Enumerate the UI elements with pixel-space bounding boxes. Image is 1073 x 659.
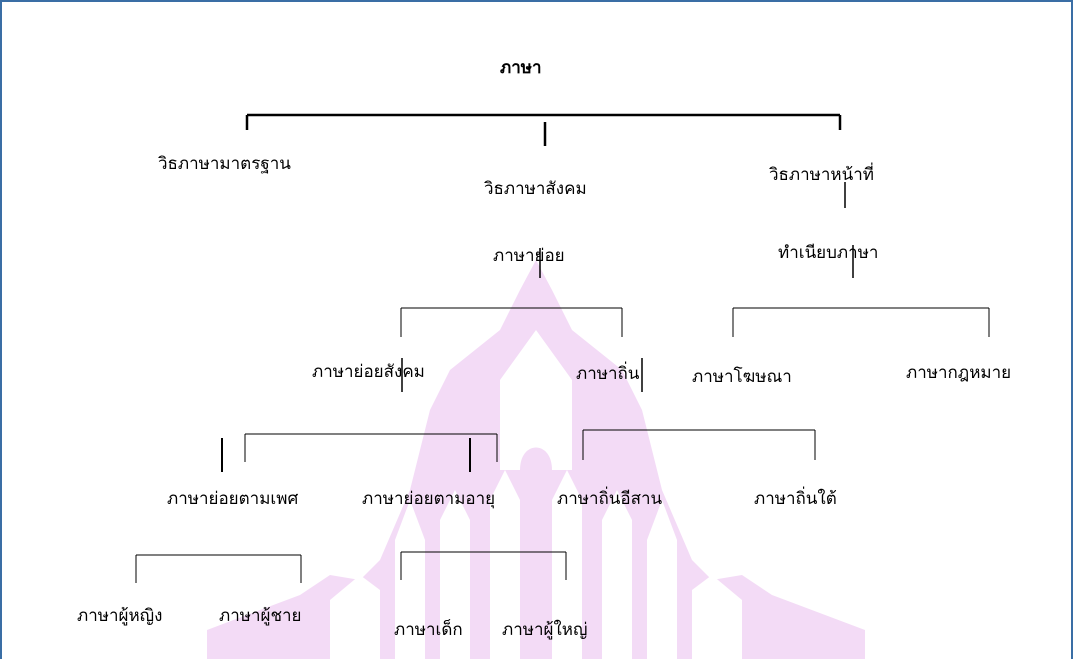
standard-variety-label: วิธภาษามาตรฐาน [158, 154, 291, 174]
male-language-label: ภาษาผู้ชาย [219, 606, 302, 626]
root-node-label: ภาษา [500, 58, 542, 78]
functional-variety-label: วิธภาษาหน้าที่ [769, 165, 875, 185]
regional-dialect-label: ภาษาถิ่น [576, 364, 640, 384]
sub-language-label: ภาษาย่อย [493, 246, 565, 266]
legal-language-label: ภาษากฎหมาย [906, 363, 1012, 383]
social-dialect-label: ภาษาย่อยสังคม [312, 362, 425, 382]
isan-dialect-label: ภาษาถิ่นอีสาน [557, 489, 663, 509]
age-dialect-label: ภาษาย่อยตามอายุ [362, 489, 496, 509]
child-language-label: ภาษาเด็ก [394, 620, 463, 640]
advertising-language-label: ภาษาโฆษณา [692, 367, 792, 387]
gender-dialect-label: ภาษาย่อยตามเพศ [167, 489, 299, 509]
watermark-emblem [207, 260, 865, 659]
adult-language-label: ภาษาผู้ใหญ่ [502, 620, 588, 640]
register-label: ทำเนียบภาษา [778, 243, 879, 263]
connector-lines [135, 113, 990, 583]
southern-dialect-label: ภาษาถิ่นใต้ [754, 489, 837, 509]
social-variety-label: วิธภาษาสังคม [484, 179, 587, 199]
female-language-label: ภาษาผู้หญิง [77, 606, 163, 626]
